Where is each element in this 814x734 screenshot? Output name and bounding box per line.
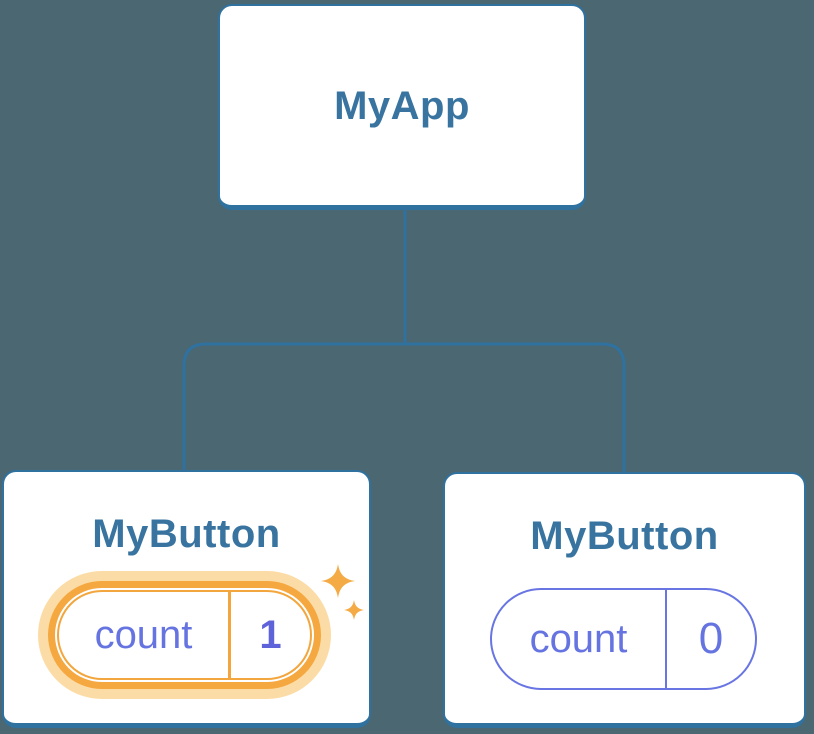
component-node-mybutton-left: MyButton count 1 [2, 470, 371, 728]
connector-branch [182, 342, 626, 473]
state-key-label: count [529, 617, 628, 661]
component-node-mybutton-right: MyButton count 0 [443, 472, 806, 728]
sparkle-icon [321, 564, 355, 598]
state-pill-highlight-ring: count 1 [48, 581, 321, 689]
component-node-myapp: MyApp [218, 4, 586, 210]
state-pill-highlight-glow: count 1 [38, 571, 331, 699]
state-pill-count-right: count 0 [490, 588, 757, 690]
node-label-mybutton-left: MyButton [92, 512, 281, 556]
node-label-myapp: MyApp [334, 83, 470, 128]
state-value: 0 [665, 590, 755, 688]
state-pill-count-left: count 1 [57, 590, 312, 680]
state-key-label: count [94, 613, 193, 657]
state-value: 1 [228, 592, 310, 678]
sparkle-icon [344, 600, 364, 620]
node-label-mybutton-right: MyButton [530, 514, 719, 558]
